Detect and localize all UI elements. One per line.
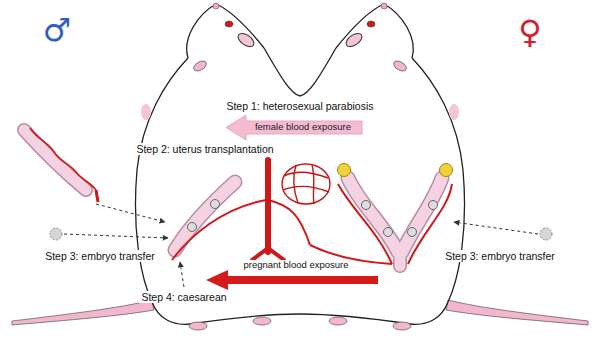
step-label: Step 3: embryo transfer — [43, 250, 157, 262]
pregnant-blood-arrow — [206, 270, 378, 290]
step-label: Step 4: caesarean — [139, 291, 228, 303]
female-symbol: ♀ — [516, 14, 543, 51]
embryo-dot — [540, 228, 552, 240]
female-uterus — [310, 164, 453, 267]
embryo-dot — [50, 228, 62, 240]
embryo-arrow — [454, 222, 538, 234]
arrow-label: female blood exposure — [253, 122, 353, 133]
transplanted-uterus — [172, 182, 266, 260]
female-blood-arrow — [226, 115, 362, 140]
vascular-mesh — [282, 164, 330, 204]
graft-arrow — [96, 204, 165, 222]
step-label: Step 1: heterosexual parabiosis — [224, 100, 375, 112]
embryo-arrow — [64, 234, 168, 238]
uterus-graft — [24, 128, 98, 202]
male-symbol: ♂ — [41, 12, 74, 49]
step-label: Step 3: embryo transfer — [443, 250, 557, 262]
central-vessel — [252, 160, 310, 260]
caesarean-arrow — [180, 262, 184, 287]
step-label: Step 2: uterus transplantation — [134, 143, 275, 155]
arrow-label: pregnant blood exposure — [241, 260, 350, 271]
